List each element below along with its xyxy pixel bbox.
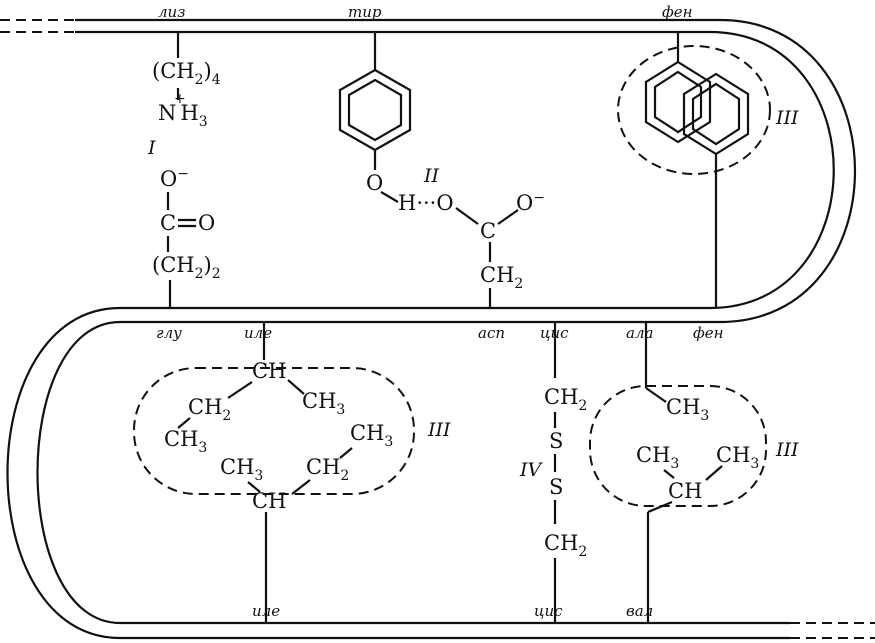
ile-bottom-ch2: CH2 xyxy=(306,455,349,484)
residue-label-phe-top: фен xyxy=(662,3,693,21)
backbone-left-turn-inner xyxy=(36,320,121,625)
hydrophobic-ala-val-group: CH3 CH3 CH3 CH III xyxy=(589,322,799,623)
interaction-label-III-ile: III xyxy=(427,419,451,441)
residue-label-ile-mid: иле xyxy=(244,324,272,342)
cys-mid-ch2: CH2 xyxy=(544,385,587,414)
hydrophobic-region-ala-val xyxy=(589,385,767,507)
lys-ch2-4: (CH2)4 xyxy=(152,59,221,88)
val-ch3-left-bond xyxy=(663,469,675,479)
residue-label-phe-mid: фен xyxy=(693,324,724,342)
phe-top-ring xyxy=(644,60,712,144)
tyr-benzene-ring xyxy=(338,68,412,152)
interaction-label-III-phe: III xyxy=(775,107,799,129)
asp-o-minus: O− xyxy=(516,190,545,215)
residue-label-lys: лиз xyxy=(158,3,185,21)
asp-o-c-bond xyxy=(455,207,479,225)
ile-mid-ch-ch3-bond xyxy=(287,379,305,395)
asp-c-o-bond xyxy=(497,209,519,225)
tyr-o: O xyxy=(366,171,383,195)
sulfur-top: S xyxy=(549,429,563,453)
ile-bottom-ch3-left: CH3 xyxy=(220,455,263,484)
ile-mid-ch3-right: CH3 xyxy=(302,389,345,418)
interaction-label-IV: IV xyxy=(519,459,544,481)
ile-bottom-ch2-ch-bond xyxy=(291,479,311,495)
ile-mid-ch2-ch3-bond xyxy=(177,417,191,429)
hydrophobic-phe-group: III xyxy=(617,32,799,308)
phe-mid-ring-inner xyxy=(691,82,741,146)
h-bond-h-o: H···O xyxy=(398,191,454,215)
glu-ch2-2: (CH2)2 xyxy=(152,253,221,282)
backbone-right-turn-outer xyxy=(719,18,857,324)
residue-label-cys-bottom: цис xyxy=(534,602,563,620)
lys-plus-charge: + xyxy=(174,91,186,107)
backbone-left-turn-outer xyxy=(6,306,121,640)
disulfide-bridge-group: CH2 S S IV CH2 xyxy=(519,322,587,623)
phe-top-ring-inner xyxy=(653,70,703,134)
ile-bottom-ch3-ch2-bond xyxy=(339,447,353,459)
glu-carboxyl-o: O xyxy=(198,211,215,235)
ile-bottom-ch: CH xyxy=(252,489,286,513)
backbone xyxy=(0,18,875,640)
interaction-label-II: II xyxy=(423,165,440,187)
cys-bottom-ch2: CH2 xyxy=(544,531,587,560)
val-ch3-right: CH3 xyxy=(716,443,759,472)
ile-mid-ch2: CH2 xyxy=(188,395,231,424)
interaction-label-III-val: III xyxy=(775,439,799,461)
residue-label-val: вал xyxy=(626,602,653,620)
asp-carboxyl-c: C xyxy=(480,219,496,243)
ile-mid-ch3-left: CH3 xyxy=(164,427,207,456)
val-ch3-left: CH3 xyxy=(636,443,679,472)
glu-o-minus: O− xyxy=(160,166,189,191)
residue-label-ala: ала xyxy=(626,324,653,342)
ile-bottom-ch3-ch-bond xyxy=(247,481,261,493)
hydrophobic-ile-group: CH CH2 CH3 CH3 CH3 CH2 CH3 CH III xyxy=(133,322,451,623)
tyr-benzene-inner xyxy=(347,78,403,142)
val-ch: CH xyxy=(668,479,702,503)
residue-labels: лиз тир фен глу иле асп цис ала фен иле … xyxy=(156,3,724,620)
residue-label-tyr: тир xyxy=(348,3,382,21)
ala-ch3-bond xyxy=(645,387,667,403)
ile-mid-ch: CH xyxy=(252,359,286,383)
residue-label-glu: глу xyxy=(156,324,182,342)
interaction-label-I: I xyxy=(147,137,156,159)
val-ch3-right-bond xyxy=(705,465,723,481)
hydrophobic-region-phe xyxy=(617,45,771,175)
ile-bottom-ch3-right: CH3 xyxy=(350,421,393,450)
backbone-right-turn-inner xyxy=(709,30,835,310)
ile-mid-ch-ch2-bond xyxy=(227,381,253,399)
hydrogen-bond-group: O H···O II C O− CH2 xyxy=(338,32,545,308)
tyr-oh-bond xyxy=(380,191,399,203)
glu-carboxyl-c: C xyxy=(160,211,176,235)
asp-ch2: CH2 xyxy=(480,263,523,292)
ala-ch3: CH3 xyxy=(666,395,709,424)
residue-label-asp: асп xyxy=(478,324,505,342)
sulfur-bottom: S xyxy=(549,475,563,499)
